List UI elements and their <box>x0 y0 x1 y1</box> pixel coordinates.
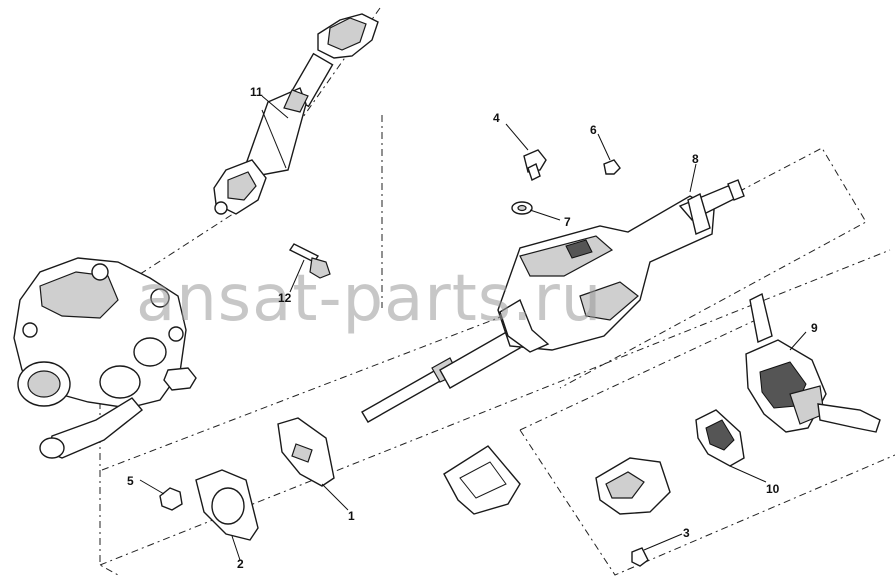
steering-gear-box <box>13 257 197 459</box>
intermediate-shaft-assembly <box>213 13 379 215</box>
leader-lines <box>139 95 807 561</box>
callout-10: 10 <box>766 482 780 496</box>
switch-module <box>695 409 745 467</box>
flange-nut <box>159 487 183 511</box>
callout-12: 12 <box>278 291 292 305</box>
callout-11: 11 <box>250 85 263 99</box>
panel-cover-sheet <box>443 445 521 515</box>
dust-cover <box>277 417 335 487</box>
shaft-pinch-bolt <box>288 243 331 279</box>
lower-bracket <box>595 457 671 567</box>
callout-5: 5 <box>127 474 134 488</box>
column-bolts <box>511 149 621 215</box>
callout-1: 1 <box>348 509 355 523</box>
watermark-text: ansat-parts.ru <box>136 262 602 336</box>
steering-column-assembly <box>361 179 745 423</box>
callout-labels: 1 2 3 4 5 6 7 8 9 10 11 12 <box>127 85 818 571</box>
callout-9: 9 <box>811 321 818 335</box>
callout-3: 3 <box>683 526 690 540</box>
callout-8: 8 <box>692 152 699 166</box>
callout-6: 6 <box>590 123 597 137</box>
combination-switch <box>745 292 881 433</box>
cover-plate <box>195 469 259 541</box>
callout-4: 4 <box>493 111 500 125</box>
callout-7: 7 <box>564 215 571 229</box>
callout-2: 2 <box>237 557 244 571</box>
